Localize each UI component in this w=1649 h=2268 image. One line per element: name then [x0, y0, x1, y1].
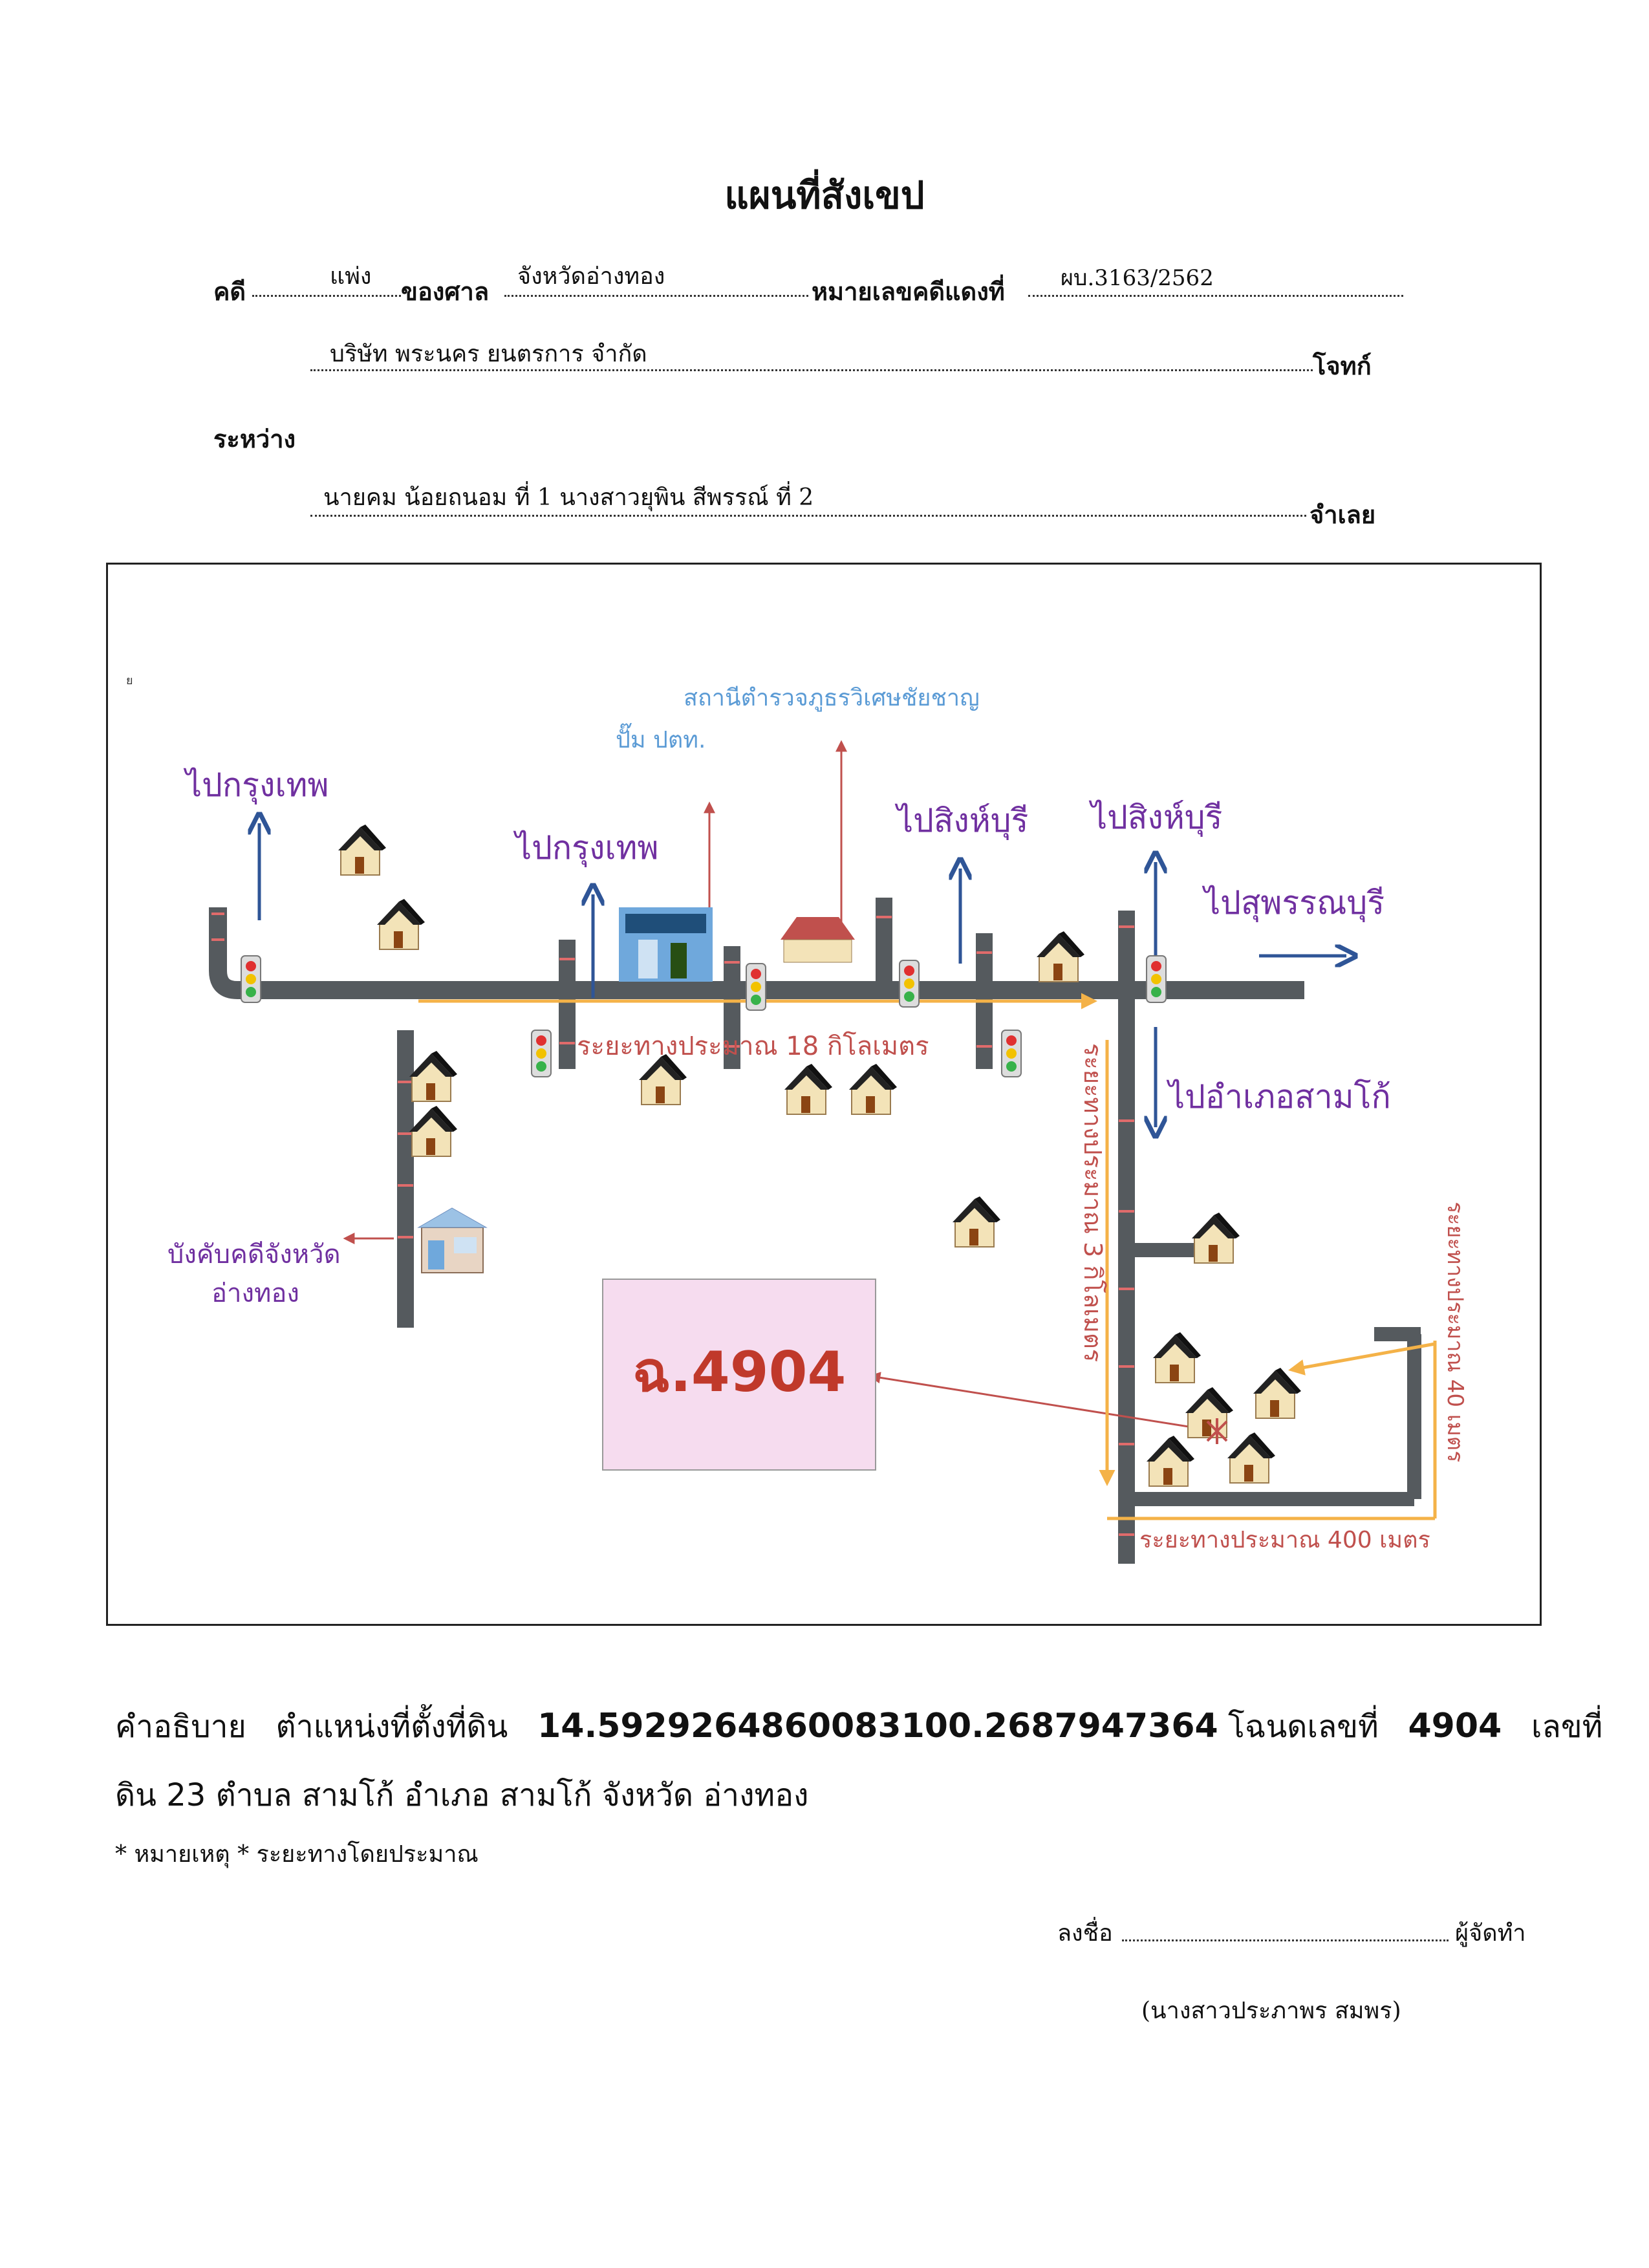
signer-name: (นางสาวประภาพร สมพร)	[1141, 1998, 1401, 2024]
corner-mark: ย	[126, 674, 133, 687]
label-enforcement-office-1: บังคับคดีจังหวัด	[167, 1240, 341, 1269]
house-icon	[952, 1196, 1001, 1247]
traffic-light-icon	[531, 1030, 552, 1077]
coordinates: 14.5929264860083100.2687947364	[537, 1707, 1218, 1745]
traffic-light-icon	[1146, 955, 1167, 1003]
plaintiff-dotline	[310, 359, 1313, 371]
police-station-icon	[781, 917, 855, 963]
label-police-station: สถานีตำรวจภูธรวิเศษชัยชาญ	[684, 685, 980, 712]
road-marks	[211, 913, 224, 941]
sketch-map-svg: ย ไปกรุงเทพ ไปกรุงเทพ สถานีตำรวจภูธรวิเศ…	[126, 674, 1468, 1564]
side-road-marks	[398, 916, 1134, 1536]
label-to-samko: ไปอำเภอสามโก้	[1166, 1078, 1391, 1116]
label-to-bangkok-2: ไปกรุงเทพ	[513, 829, 658, 867]
traffic-light-icon	[241, 955, 261, 1003]
house-icon	[1253, 1367, 1302, 1419]
note: * หมายเหตุ * ระยะทางโดยประมาณ	[115, 1841, 479, 1868]
house-icon	[1146, 1435, 1195, 1487]
signature-line	[1122, 1930, 1449, 1941]
deed-number: 4904	[1408, 1707, 1502, 1745]
main-road	[209, 907, 1304, 999]
label-to-bangkok-1: ไปกรุงเทพ	[183, 766, 329, 805]
defendant-dotline	[310, 504, 1306, 517]
case-value: แพ่ง	[330, 263, 372, 290]
enforcement-office-icon	[417, 1207, 488, 1273]
house-icon	[409, 1050, 458, 1102]
court-value: จังหวัดอ่างทอง	[517, 263, 665, 290]
red-case-value: ผบ.3163/2562	[1061, 265, 1214, 291]
pointer-arrows	[343, 740, 1218, 1432]
house-icon	[784, 1063, 833, 1115]
location-label: ตำแหน่งที่ตั้งที่ดิน	[275, 1709, 508, 1745]
house-icon	[338, 824, 387, 876]
between-label: ระหว่าง	[213, 425, 296, 453]
label-distance-40m: ระยะทางประมาณ 40 เมตร	[1442, 1202, 1468, 1462]
court-dotline	[504, 285, 808, 297]
traffic-light-icon	[746, 963, 766, 1011]
defendant-value: นายคม น้อยถนอม ที่ 1 นางสาวยุพิน สีพรรณ์…	[323, 484, 814, 511]
description-line-2: ดิน 23 ตำบล สามโก้ อำเภอ สามโก้ จังหวัด …	[115, 1777, 809, 1813]
house-icon	[1036, 931, 1085, 982]
sign-label: ลงชื่อ	[1057, 1920, 1113, 1947]
case-dotline	[252, 285, 401, 297]
court-label: ของศาล	[401, 277, 490, 306]
parcel-box	[602, 1279, 876, 1471]
red-case-dotline	[1028, 285, 1403, 297]
defendant-label: จำเลย	[1310, 501, 1376, 529]
direction-arrows	[259, 823, 1346, 1127]
parcel-label: ฉ.4904	[632, 1340, 846, 1405]
house-icon	[848, 1063, 898, 1115]
description-label: คำอธิบาย	[115, 1709, 246, 1745]
house-icon	[1191, 1212, 1240, 1264]
plaintiff-value: บริษัท พระนคร ยนตรการ จำกัด	[330, 341, 647, 367]
description-line-1: คำอธิบาย ตำแหน่งที่ตั้งที่ดิน 14.5929264…	[115, 1702, 1602, 1751]
label-enforcement-office-2: อ่างทอง	[211, 1279, 299, 1308]
gas-station-icon	[619, 907, 713, 982]
house-icon	[1185, 1387, 1234, 1438]
sketch-map: ย ไปกรุงเทพ ไปกรุงเทพ สถานีตำรวจภูธรวิเศ…	[106, 563, 1542, 1626]
signature-role: ผู้จัดทำ	[1455, 1920, 1526, 1947]
label-distance-18km: ระยะทางประมาณ 18 กิโลเมตร	[577, 1031, 929, 1061]
label-to-singburi-2: ไปสิงห์บุรี	[1088, 799, 1222, 837]
house-icon	[638, 1053, 687, 1105]
house-icon	[1152, 1332, 1202, 1383]
traffic-light-icon	[899, 960, 920, 1008]
parcel-location-marker	[1206, 1418, 1228, 1444]
land-no-label: เลขที่	[1531, 1709, 1603, 1745]
label-gas-station: ปั๊ม ปตท.	[616, 722, 706, 753]
label-distance-400m: ระยะทางประมาณ 400 เมตร	[1139, 1527, 1430, 1553]
red-case-label: หมายเลขคดีแดงที่	[812, 277, 1005, 306]
house-icon	[409, 1105, 458, 1157]
label-to-singburi-1: ไปสิงห์บุรี	[894, 802, 1028, 840]
label-distance-3km: ระยะทางประมาณ 3 กิโลเมตร	[1079, 1043, 1107, 1362]
page-title: แผนที่สังเขป	[724, 173, 925, 217]
house-icon	[376, 898, 426, 950]
deed-label: โฉนดเลขที่	[1227, 1709, 1379, 1745]
plaintiff-label: โจทก์	[1313, 352, 1372, 380]
label-to-suphanburi: ไปสุพรรณบุรี	[1202, 884, 1385, 922]
case-label: คดี	[213, 277, 246, 306]
traffic-light-icon	[1001, 1030, 1022, 1077]
house-icon	[1227, 1432, 1276, 1484]
